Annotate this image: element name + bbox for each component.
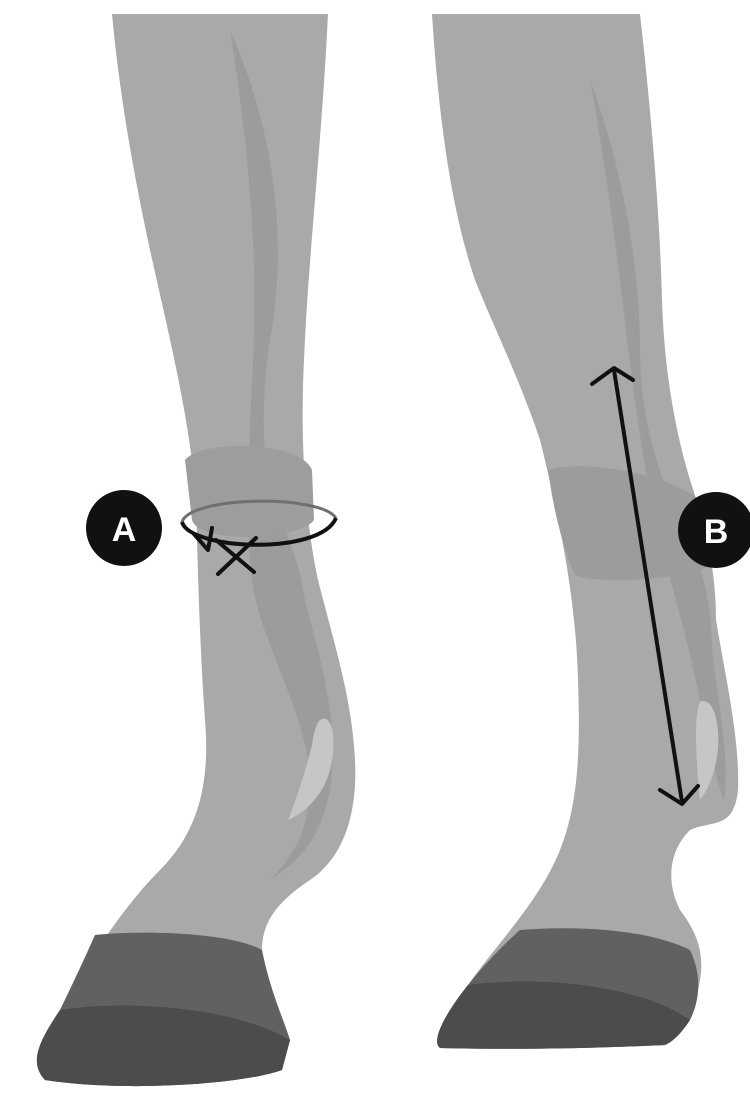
left-leg-knee-shading (185, 446, 314, 537)
label-a-text: A (112, 511, 137, 549)
label-b-text: B (704, 513, 729, 551)
label-a: A (86, 490, 162, 566)
